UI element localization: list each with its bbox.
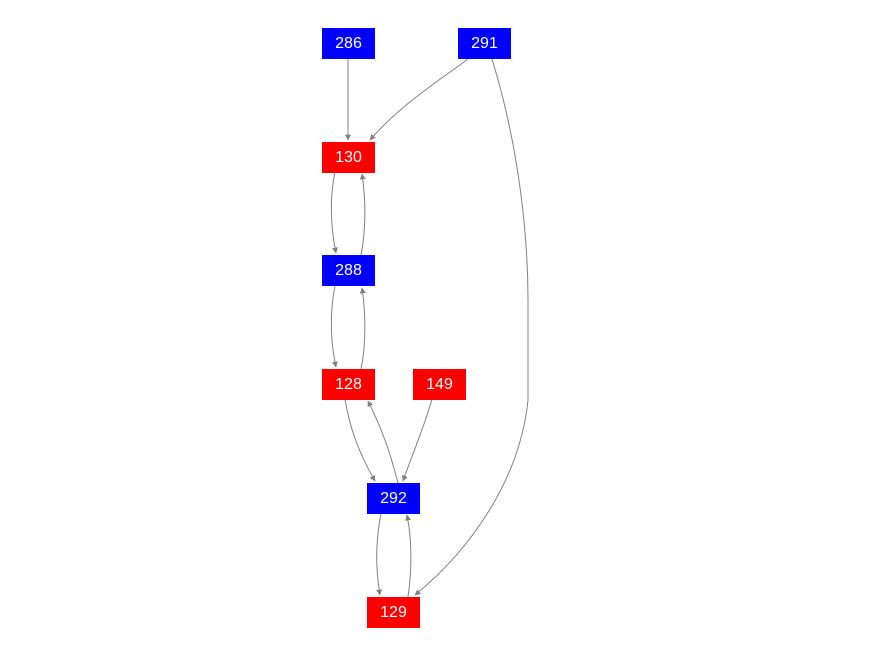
edge-128-to-288 (359, 287, 366, 370)
edge-291-to-129 (414, 58, 529, 596)
node-label: 292 (380, 489, 407, 507)
node-label: 149 (426, 375, 453, 393)
edge-128-to-292 (344, 398, 376, 482)
node-label: 288 (335, 261, 362, 279)
edge-292-to-129 (376, 512, 383, 596)
edge-291-to-130 (369, 58, 469, 141)
node-292[interactable]: 292 (367, 483, 420, 514)
node-128[interactable]: 128 (322, 369, 375, 400)
edge-292-to-128 (367, 400, 399, 484)
node-label: 291 (471, 34, 498, 52)
edge-288-to-130 (359, 173, 366, 256)
node-label: 286 (335, 34, 362, 52)
node-291[interactable]: 291 (458, 28, 511, 59)
edge-149-to-292 (401, 398, 433, 482)
node-label: 129 (380, 603, 407, 621)
edge-130-to-288 (330, 171, 338, 254)
edge-129-to-292 (405, 514, 412, 598)
node-label: 130 (335, 148, 362, 166)
node-286[interactable]: 286 (322, 28, 375, 59)
node-149[interactable]: 149 (413, 369, 466, 400)
node-288[interactable]: 288 (322, 255, 375, 286)
node-130[interactable]: 130 (322, 142, 375, 173)
node-129[interactable]: 129 (367, 597, 420, 628)
edge-288-to-128 (330, 285, 338, 368)
node-label: 128 (335, 375, 362, 393)
